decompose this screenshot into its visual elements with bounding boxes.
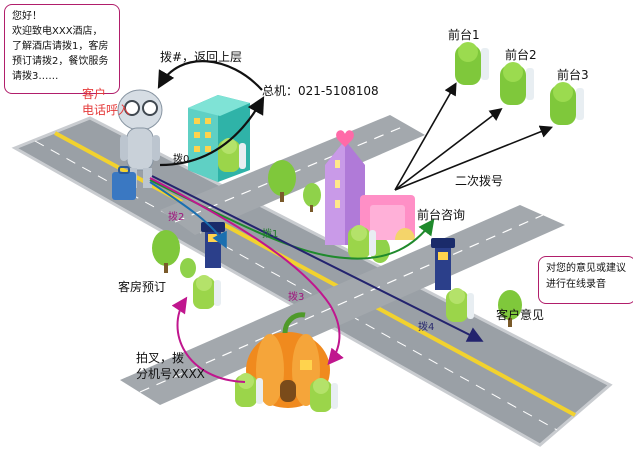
dial1-label: 拨1	[262, 229, 279, 240]
greeting-speech-bubble: 您好！ 欢迎致电XXX酒店， 了解酒店请拨1，客房 预订请拨2，餐饮服务 请拨3…	[4, 4, 120, 94]
front-desk-2-label: 前台2	[505, 48, 537, 62]
office-building-icon	[188, 95, 250, 182]
caller-robot-icon	[112, 89, 163, 200]
caller-label: 客户 电话呼入	[82, 87, 131, 117]
front-desk-3-label: 前台3	[557, 68, 589, 82]
second-dial-label: 二次拨号	[455, 174, 504, 188]
dial2-line	[149, 181, 227, 249]
dial3-line	[149, 177, 344, 366]
dial1-line	[149, 179, 435, 260]
dial-hash-label: 拨#，返回上层	[160, 50, 243, 64]
front-desk-inquiry-label: 前台咨询	[417, 208, 466, 222]
pumpkin-house-icon	[246, 312, 330, 408]
feedback-text: 对您的意见或建议 进行在线录音	[546, 263, 626, 290]
dial0-label: 拨0	[173, 154, 190, 165]
second-dial-arrows	[394, 82, 553, 191]
greeting-text: 您好！ 欢迎致电XXX酒店， 了解酒店请拨1，客房 预订请拨2，餐饮服务 请拨3…	[12, 11, 109, 82]
front-desk-1-label: 前台1	[448, 28, 480, 42]
dial0-arrow	[159, 96, 265, 167]
main-line-label: 总机：021-5108108	[262, 84, 379, 98]
room-booking-label: 客房预订	[118, 280, 167, 294]
dial4-label: 拨4	[418, 322, 435, 333]
dial3-label: 拨3	[288, 292, 305, 303]
dial4-line	[151, 175, 484, 342]
agent-icon	[193, 42, 584, 412]
feedback-speech-bubble: 对您的意见或建议 进行在线录音	[538, 256, 633, 304]
cross-road-lower	[120, 205, 565, 405]
dial2-label: 拨2	[168, 212, 185, 223]
front-desk-castle-icon	[325, 130, 415, 245]
customer-feedback-label: 客户意见	[496, 308, 545, 322]
dial-hash-arrow	[157, 60, 263, 91]
pickup-extension-label: 拍叉，拨 分机号XXXX	[136, 351, 205, 381]
pickup-arrow	[171, 296, 246, 383]
